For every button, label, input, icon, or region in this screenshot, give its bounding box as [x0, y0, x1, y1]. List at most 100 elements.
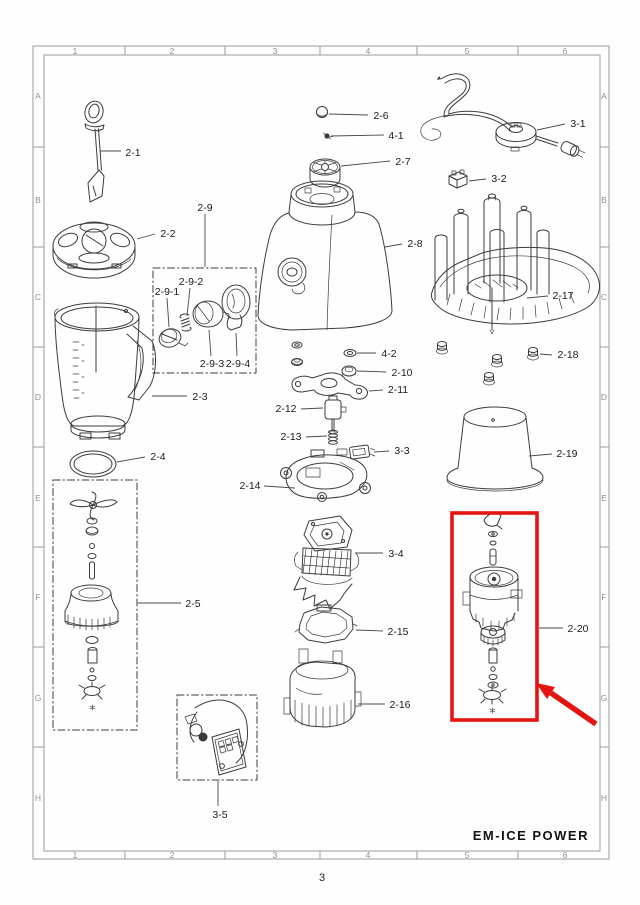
svg-text:2-8: 2-8	[407, 238, 422, 250]
part-2-1-stirrer	[84, 100, 105, 203]
part-2-15-ring	[294, 604, 358, 644]
part-2-6-cap	[316, 106, 328, 118]
part-2-9-3-socket	[192, 300, 230, 328]
label-3-3: 3-3	[373, 445, 410, 457]
svg-text:2-17: 2-17	[552, 290, 573, 302]
label-2-16: 2-16	[358, 699, 411, 711]
drawing-frame	[32, 45, 610, 860]
label-2-3: 2-3	[152, 391, 208, 403]
part-2-13-spring	[328, 429, 338, 445]
svg-text:2-7: 2-7	[395, 156, 410, 168]
label-2-14: 2-14	[239, 480, 296, 492]
highlight-arrow-shaft	[549, 690, 598, 727]
grid-col-bottom: 2	[170, 850, 175, 860]
part-2-14-cover-plate	[280, 448, 371, 502]
label-2-6: 2-6	[328, 110, 389, 122]
label-2-1: 2-1	[100, 147, 141, 159]
post	[483, 193, 501, 335]
label-3-4: 3-4	[355, 548, 404, 560]
grid-col-top: 2	[170, 46, 175, 56]
part-3-1-cord-reel	[420, 73, 586, 158]
part-2-19-funnel	[446, 406, 544, 492]
post	[536, 229, 550, 295]
part-2-9-4-lock-ring	[221, 284, 251, 331]
svg-text:2-9-3: 2-9-3	[200, 358, 225, 370]
grid-col-top: 3	[273, 46, 278, 56]
post	[434, 234, 448, 301]
label-2-9: 2-9	[197, 202, 213, 267]
grid-row-left: E	[35, 493, 41, 503]
svg-text:2-3: 2-3	[192, 391, 207, 403]
label-2-15: 2-15	[355, 626, 409, 638]
label-2-9-4: 2-9-4	[226, 332, 251, 370]
label-2-4: 2-4	[116, 451, 166, 463]
part-2-11-blade-bracket	[291, 372, 368, 400]
label-2-7: 2-7	[340, 156, 411, 168]
label-2-10: 2-10	[356, 367, 413, 379]
svg-text:2-16: 2-16	[389, 699, 410, 711]
label-4-2: 4-2	[357, 348, 397, 360]
label-2-13: 2-13	[280, 431, 328, 443]
part-2-7-coupling	[309, 158, 341, 188]
svg-text:2-9-2: 2-9-2	[179, 276, 204, 288]
post	[516, 205, 532, 291]
svg-text:4-2: 4-2	[381, 348, 396, 360]
svg-text:2-19: 2-19	[556, 448, 577, 460]
label-2-9-3: 2-9-3	[200, 329, 225, 370]
grid-col-top: 1	[73, 46, 78, 56]
part-2-20-clutch-assembly	[462, 512, 523, 714]
grid-row-right: E	[601, 493, 607, 503]
post	[489, 229, 505, 303]
grid-coordinates: 1 2 3 4 5 6 1 2 3 4 5 6 A B C D E F G H …	[35, 46, 608, 860]
part-2-18-feet	[436, 341, 539, 386]
part-2-4-gasket	[69, 450, 117, 478]
post	[453, 208, 469, 295]
label-2-17: 2-17	[526, 290, 574, 302]
label-2-5: 2-5	[138, 598, 201, 610]
page-number: 3	[319, 872, 325, 884]
svg-text:2-11: 2-11	[388, 384, 408, 396]
part-2-17-base-frame	[430, 193, 601, 335]
svg-text:2-18: 2-18	[557, 349, 578, 361]
grid-row-left: H	[35, 793, 41, 803]
svg-text:3-4: 3-4	[388, 548, 403, 560]
grid-row-left: D	[35, 392, 41, 402]
svg-text:2-14: 2-14	[239, 480, 260, 492]
grid-row-right: F	[601, 592, 606, 602]
grid-col-bottom: 4	[366, 850, 371, 860]
svg-text:2-9-4: 2-9-4	[226, 358, 251, 370]
svg-text:4-1: 4-1	[388, 130, 403, 142]
label-2-11: 2-11	[368, 384, 408, 396]
inner-border	[43, 54, 601, 852]
grid-col-bottom: 3	[273, 850, 278, 860]
part-2-9-1-knob	[158, 328, 189, 348]
grid-col-top: 6	[563, 46, 568, 56]
highlight-box-2-20	[450, 511, 539, 722]
label-2-12: 2-12	[275, 403, 324, 415]
grid-col-bottom: 5	[465, 850, 470, 860]
grid-col-top: 4	[366, 46, 371, 56]
label-2-18: 2-18	[539, 349, 579, 361]
label-2-20: 2-20	[539, 623, 589, 635]
svg-text:2-20: 2-20	[567, 623, 588, 635]
label-2-9-1: 2-9-1	[155, 286, 179, 328]
svg-text:2-6: 2-6	[373, 110, 388, 122]
svg-text:2-4: 2-4	[150, 451, 165, 463]
grid-row-right: D	[601, 392, 607, 402]
label-2-9-2: 2-9-2	[179, 276, 204, 317]
part-2-2-lid	[52, 221, 136, 279]
grid-tick-marks	[33, 46, 609, 859]
grid-row-left: C	[35, 292, 41, 302]
svg-text:2-10: 2-10	[391, 367, 412, 379]
part-labels: 2-1 2-2 2-9 2-9-1 2-9-2 2-9-3 2-9-4 2-3 …	[100, 110, 589, 821]
label-2-19: 2-19	[528, 448, 578, 460]
part-2-8-housing	[257, 180, 393, 331]
grid-row-right: A	[601, 91, 607, 101]
part-2-3-jar	[54, 302, 156, 440]
svg-text:3-5: 3-5	[212, 809, 227, 821]
part-2-10-nut	[341, 365, 357, 377]
grid-col-bottom: 6	[563, 850, 568, 860]
svg-text:2-9: 2-9	[197, 202, 212, 214]
svg-text:2-1: 2-1	[125, 147, 140, 159]
part-3-2-bracket	[448, 169, 468, 189]
